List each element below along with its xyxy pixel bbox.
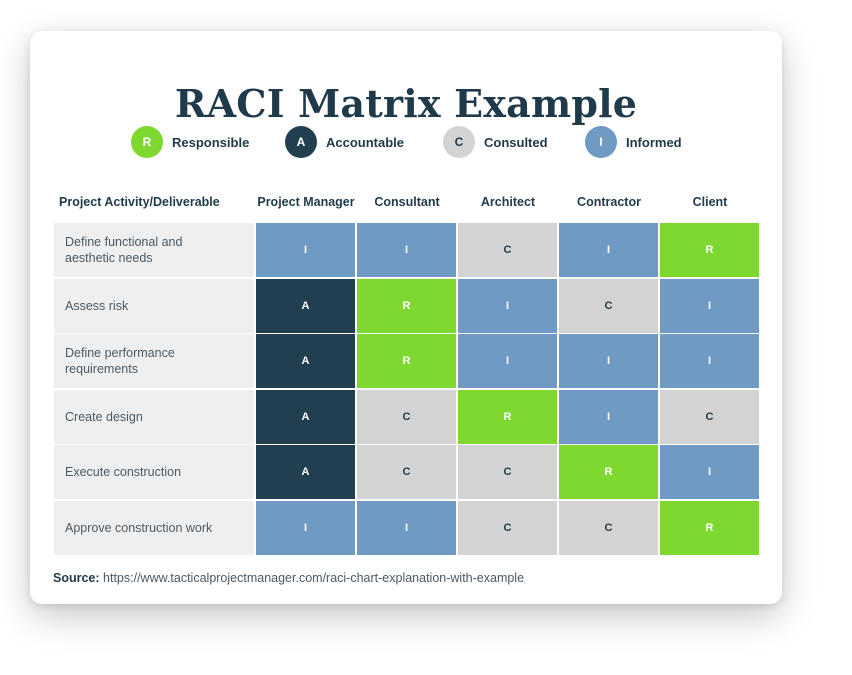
legend-label-consulted: Consulted [484, 134, 548, 150]
legend-circle-consulted: C [443, 126, 475, 158]
legend-label-informed: Informed [626, 134, 682, 150]
activity-cell: Create design [54, 390, 254, 444]
legend-circle-accountable: A [285, 126, 317, 158]
activity-cell: Assess risk [54, 279, 254, 333]
raci-cell: A [256, 279, 355, 333]
raci-cell: I [256, 501, 355, 555]
column-header-consultant: Consultant [374, 195, 440, 209]
legend-label-responsible: Responsible [172, 134, 250, 150]
raci-cell: I [559, 223, 658, 277]
raci-cell: C [559, 501, 658, 555]
source-label: Source: [53, 571, 100, 585]
raci-cell: C [458, 445, 557, 499]
raci-cell: I [357, 501, 456, 555]
raci-cell: I [660, 279, 759, 333]
activity-label: Define functional and aesthetic needs [65, 235, 183, 265]
raci-cell: I [458, 279, 557, 333]
activity-label: Create design [65, 410, 143, 424]
page-title: RACI Matrix Example [174, 81, 638, 126]
legend-circle-responsible: R [131, 126, 163, 158]
legend-label-accountable: Accountable [326, 134, 405, 150]
activity-label: Approve construction work [65, 521, 213, 535]
raci-cell: I [559, 334, 658, 388]
raci-cell: R [660, 501, 759, 555]
raci-cell: I [660, 334, 759, 388]
column-header-client: Client [692, 195, 728, 209]
raci-cell: C [660, 390, 759, 444]
source-note: Source: https://www.tacticalprojectmanag… [53, 571, 524, 585]
raci-cell: I [660, 445, 759, 499]
raci-cell: R [357, 334, 456, 388]
raci-cell: A [256, 445, 355, 499]
raci-cell: I [559, 390, 658, 444]
legend-item-informed: I Informed [585, 125, 682, 159]
column-header-project-activity-deliverable: Project Activity/Deliverable [59, 195, 220, 209]
raci-cell: R [559, 445, 658, 499]
raci-cell: C [458, 501, 557, 555]
legend-item-accountable: A Accountable [285, 125, 404, 159]
legend-item-responsible: R Responsible [131, 125, 249, 159]
activity-cell: Approve construction work [54, 501, 254, 555]
raci-cell: I [357, 223, 456, 277]
activity-cell: Execute construction [54, 445, 254, 499]
legend-circle-informed: I [585, 126, 617, 158]
raci-cell: R [357, 279, 456, 333]
activity-cell: Define functional and aesthetic needs [54, 223, 254, 277]
column-header-contractor: Contractor [577, 195, 641, 209]
legend: R Responsible A Accountable C Consulted … [30, 125, 782, 159]
activity-cell: Define performance requirements [54, 334, 254, 388]
column-header-project-manager: Project Manager [257, 195, 355, 209]
raci-cell: A [256, 334, 355, 388]
raci-cell: C [357, 390, 456, 444]
activity-label: Execute construction [65, 465, 182, 479]
raci-cell: R [660, 223, 759, 277]
raci-cell: I [458, 334, 557, 388]
raci-cell: C [357, 445, 456, 499]
source-url: https://www.tacticalprojectmanager.com/r… [103, 571, 525, 585]
raci-cell: C [458, 223, 557, 277]
raci-cell: R [458, 390, 557, 444]
column-header-architect: Architect [480, 195, 536, 209]
legend-item-consulted: C Consulted [443, 125, 548, 159]
raci-cell: C [559, 279, 658, 333]
activity-label: Assess risk [65, 299, 129, 313]
activity-label: Define performance requirements [65, 346, 175, 376]
raci-card: RACI Matrix Example R Responsible A Acco… [30, 31, 782, 604]
raci-cell: A [256, 390, 355, 444]
raci-cell: I [256, 223, 355, 277]
